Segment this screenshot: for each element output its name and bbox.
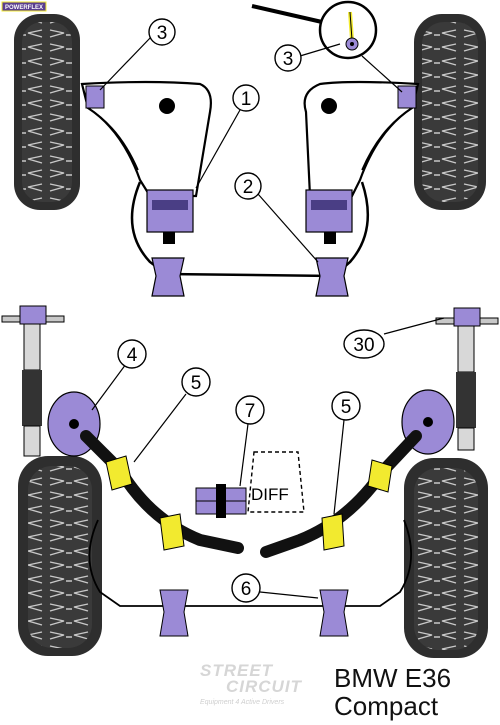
callout-7: 7 (235, 395, 265, 487)
svg-text:2: 2 (243, 177, 254, 198)
model-name: BMW E36 (334, 663, 451, 693)
street-circuit-logo: STREET CIRCUIT Equipment 4 Active Driver… (200, 661, 303, 706)
svg-text:1: 1 (241, 89, 252, 110)
svg-text:5: 5 (191, 373, 202, 394)
svg-text:CIRCUIT: CIRCUIT (226, 677, 303, 696)
svg-text:3: 3 (157, 23, 168, 44)
svg-text:3: 3 (283, 49, 294, 70)
callout-4: 4 (91, 339, 147, 411)
rear-anti-roll-bar-bush-left (159, 589, 189, 637)
front-wishbone-rear-bush-left (146, 189, 194, 244)
left-shock-absorber (1, 305, 65, 457)
differential-mount: DIFF (195, 451, 305, 518)
front-anti-roll-bar-bush-right (315, 257, 349, 297)
front-right-control-arm (303, 80, 420, 198)
svg-text:4: 4 (127, 345, 138, 366)
rear-anti-roll-bar (88, 519, 413, 607)
rear-arm-bush-left-inner (159, 513, 185, 551)
svg-text:7: 7 (245, 401, 256, 422)
callout-30: 30 (343, 317, 445, 359)
rear-left-wheel (18, 456, 102, 656)
front-left-wheel (14, 14, 80, 210)
front-left-control-arm (80, 80, 212, 198)
svg-text:POWERFLEX: POWERFLEX (5, 5, 43, 11)
rear-anti-roll-bar-bush-right (319, 589, 349, 637)
model-variant: Compact (334, 691, 439, 721)
front-anti-roll-bar-bush-left (151, 257, 185, 297)
callout-2: 2 (234, 172, 319, 263)
callout-3-right: 3 (274, 43, 403, 93)
callout-1: 1 (195, 84, 260, 189)
rear-arm-bush-right-outer (367, 459, 393, 493)
front-right-wheel (414, 14, 486, 210)
powerflex-brand-tag: POWERFLEX (1, 1, 47, 12)
bush-detail-magnifier (251, 0, 378, 60)
callout-3-left: 3 (99, 18, 176, 91)
right-shock-absorber (435, 307, 499, 451)
front-wishbone-rear-bush-right (305, 189, 353, 244)
rear-right-wheel (404, 458, 488, 658)
svg-text:STREET: STREET (200, 661, 274, 680)
svg-text:Equipment 4 Active Drivers: Equipment 4 Active Drivers (200, 699, 285, 706)
front-anti-roll-bar (130, 181, 370, 278)
svg-text:6: 6 (241, 579, 252, 600)
diff-label: DIFF (251, 485, 289, 504)
front-wishbone-front-bush-left (85, 85, 105, 109)
callout-5-right: 5 (331, 391, 361, 515)
front-wishbone-front-bush-right (397, 85, 417, 109)
rear-arm-bush-left-outer (105, 455, 133, 491)
svg-text:5: 5 (341, 397, 352, 418)
callout-5-left: 5 (133, 367, 211, 463)
rear-arm-bush-right-inner (321, 513, 345, 551)
callout-6: 6 (231, 573, 319, 603)
svg-text:30: 30 (353, 335, 374, 356)
